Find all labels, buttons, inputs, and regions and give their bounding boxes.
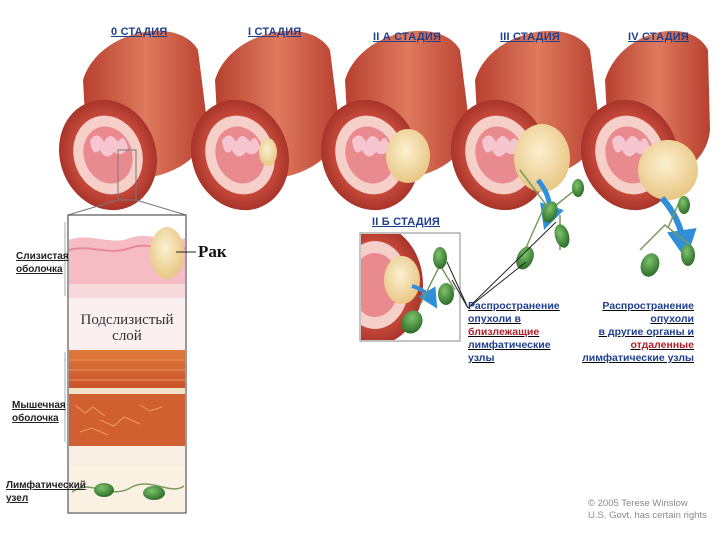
cross-section-tumor — [150, 227, 184, 279]
lymph-label: Лимфатический узел — [6, 479, 68, 505]
copyright-line1: © 2005 Terese Winslow — [588, 498, 707, 510]
cross-section-panel — [65, 215, 196, 513]
note-nearby-line1: Распространение — [468, 300, 560, 313]
note-distant-line2: опухоли — [582, 313, 694, 326]
tube-stage-0 — [44, 31, 208, 224]
tumor-stage-1 — [259, 138, 277, 166]
muscle-label: Мышечная оболочка — [12, 399, 68, 425]
stage-label-2a: II А СТАДИЯ — [373, 31, 441, 43]
note-distant-line1: Распространение — [582, 300, 694, 313]
submucosa-label: Подслизистый слой — [70, 312, 184, 344]
note-nearby-spread: Распространение опухоли в близлежащие ли… — [468, 300, 560, 365]
submucosa-label-line1: Подслизистый — [70, 312, 184, 328]
tube-stage-1 — [176, 31, 340, 224]
note-distant-spread: Распространение опухоли в другие органы … — [582, 300, 694, 365]
submucosa-label-line2: слой — [70, 328, 184, 344]
stage-label-1: I СТАДИЯ — [248, 26, 301, 38]
stage-label-4: IV СТАДИЯ — [628, 31, 689, 43]
stage-label-0: 0 СТАДИЯ — [111, 26, 167, 38]
note-nearby-line2: опухоли в — [468, 313, 560, 326]
leader-lines-nearby — [447, 222, 556, 308]
note-nearby-line5: узлы — [468, 352, 560, 365]
copyright-line2: U.S. Govt. has certain rights — [588, 510, 707, 522]
note-distant-line3: в другие органы и — [582, 326, 694, 339]
note-distant-line4: отдаленные — [582, 339, 694, 352]
copyright-notice: © 2005 Terese Winslow U.S. Govt. has cer… — [588, 498, 707, 522]
inset-stage-2b — [327, 225, 460, 345]
tumor-stage-4 — [638, 140, 698, 200]
note-distant-line5: лимфатические узлы — [582, 352, 694, 365]
stage-label-2b: II Б СТАДИЯ — [372, 216, 440, 228]
note-nearby-line4: лимфатические — [468, 339, 560, 352]
mucosa-label: Слизистая оболочка — [16, 250, 68, 276]
cancer-label: Рак — [198, 242, 227, 262]
note-nearby-line3: близлежащие — [468, 326, 560, 339]
stage-label-3: III СТАДИЯ — [500, 31, 560, 43]
tumor-stage-2a — [386, 129, 430, 183]
